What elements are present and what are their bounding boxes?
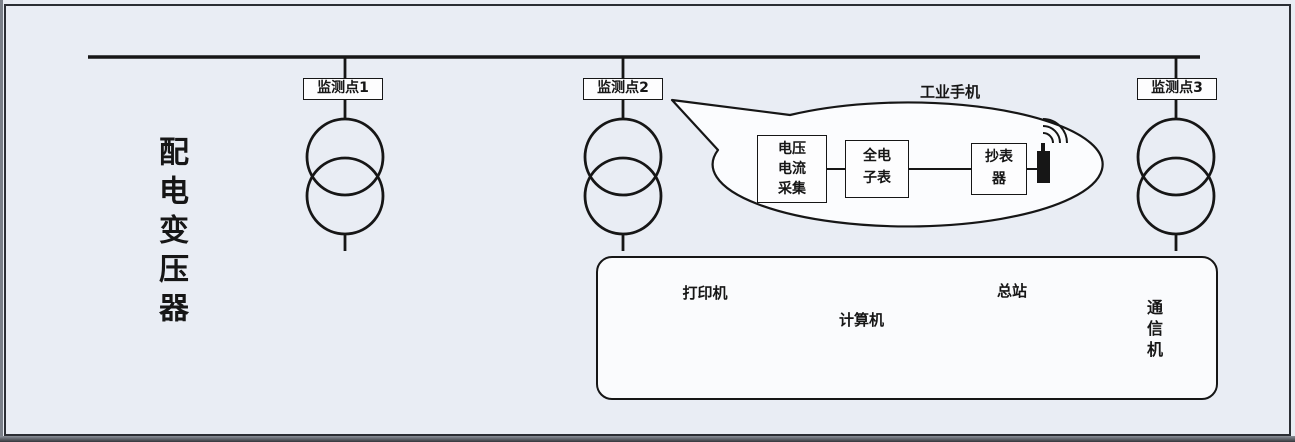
voltage-box-line: 电压 [778, 141, 806, 157]
monitor-point-3-label: 监测点3 [1137, 78, 1217, 100]
wireless-signal-icon [1042, 118, 1068, 144]
voltage-box-line: 采集 [778, 181, 806, 197]
meter-reader-box: 抄表 器 [971, 143, 1027, 195]
reader-box-line: 抄表 [985, 149, 1013, 165]
meter-box-line: 全电 [863, 148, 891, 164]
meter-box-line: 子表 [863, 170, 891, 186]
voltage-box-line: 电流 [778, 161, 806, 177]
transformer-3-icon [1136, 57, 1216, 251]
communication-device-label: 通信机 [1144, 299, 1163, 362]
master-station-panel [596, 256, 1218, 400]
reader-box-line: 器 [992, 171, 1006, 187]
computer-label: 计算机 [838, 311, 884, 329]
left-edge-shade [0, 0, 3, 442]
transformer-1-icon [305, 57, 385, 251]
bottom-edge-shade [0, 436, 1295, 442]
printer-label: 打印机 [682, 284, 728, 302]
bus-label: 配电变压器 [153, 136, 188, 331]
monitor-point-1-label: 监测点1 [303, 78, 383, 100]
voltage-current-collection-box: 电压 电流 采集 [757, 135, 827, 203]
handheld-reader-icon [1037, 143, 1050, 183]
balloon-title: 工业手机 [919, 83, 980, 101]
monitor-point-2-label: 监测点2 [583, 78, 663, 100]
master-station-label: 总站 [996, 282, 1027, 300]
electronic-meter-box: 全电 子表 [845, 140, 909, 198]
